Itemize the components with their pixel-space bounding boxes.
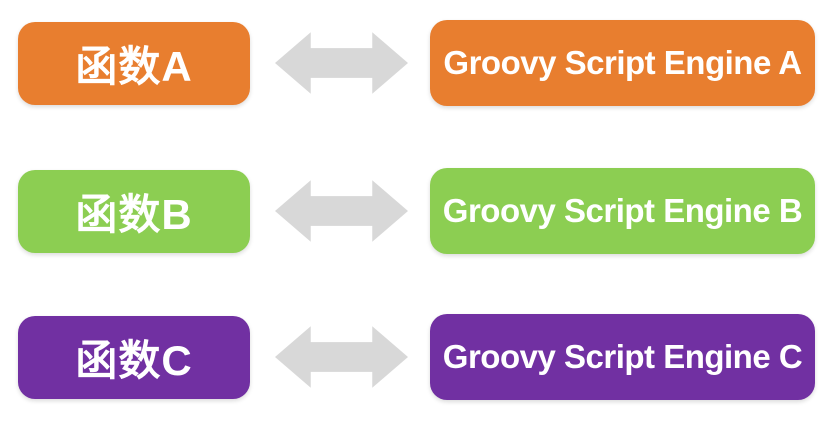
engine-box-c: Groovy Script Engine C	[430, 314, 815, 400]
double-arrow-icon	[275, 326, 408, 388]
function-box-a-label: 函数A	[75, 43, 193, 90]
engine-box-b: Groovy Script Engine B	[430, 168, 815, 254]
function-box-c: 函数C	[18, 316, 250, 399]
function-box-c-label: 函数C	[75, 337, 193, 384]
double-arrow-shape	[275, 326, 408, 388]
engine-box-a-label: Groovy Script Engine A	[443, 44, 802, 81]
diagram-row-a: 函数A Groovy Script Engine A	[0, 20, 838, 106]
function-box-b: 函数B	[18, 170, 250, 253]
double-arrow-icon	[275, 32, 408, 94]
function-box-a: 函数A	[18, 22, 250, 105]
engine-box-c-label: Groovy Script Engine C	[442, 338, 803, 375]
diagram-row-c: 函数C Groovy Script Engine C	[0, 314, 838, 400]
engine-box-a: Groovy Script Engine A	[430, 20, 815, 106]
function-box-b-label: 函数B	[75, 191, 193, 238]
double-arrow-shape	[275, 180, 408, 242]
double-arrow-shape	[275, 32, 408, 94]
diagram-row-b: 函数B Groovy Script Engine B	[0, 168, 838, 254]
engine-box-b-label: Groovy Script Engine B	[442, 192, 803, 229]
double-arrow-icon	[275, 180, 408, 242]
